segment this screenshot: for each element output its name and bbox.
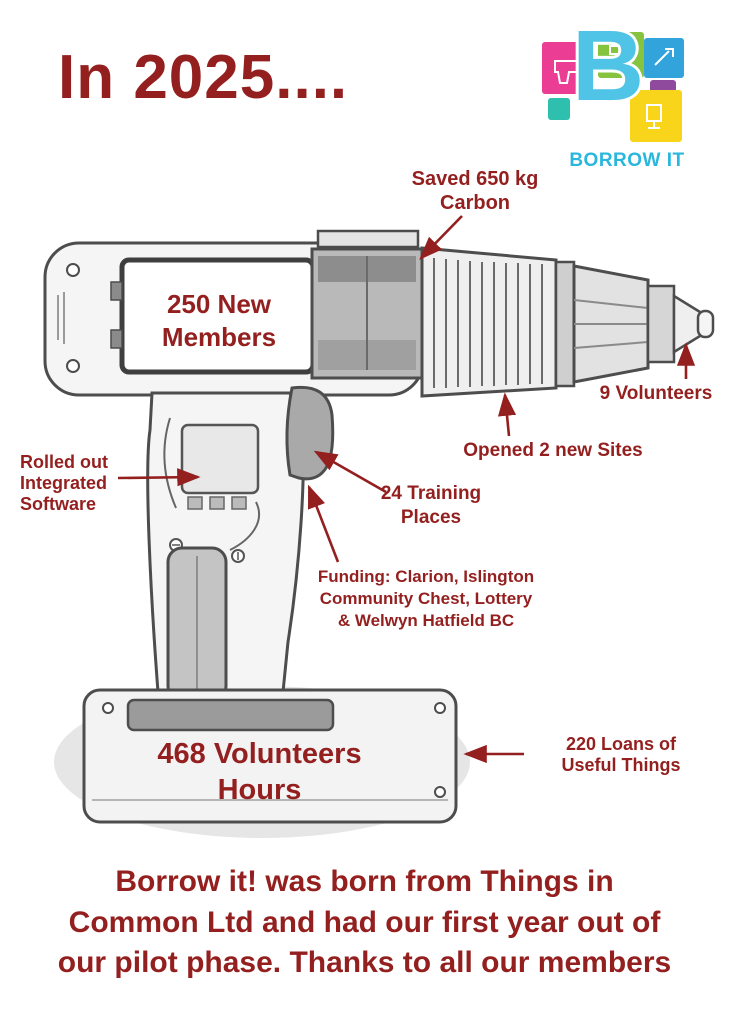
callout-arrows — [117, 215, 696, 764]
trigger — [285, 385, 335, 481]
software-block — [180, 423, 260, 495]
clutch-collar — [420, 246, 558, 398]
arrow-training — [313, 450, 387, 494]
callout-training: 24 Training Places — [380, 483, 482, 528]
page-title: In 2025.... — [58, 43, 349, 112]
logo-wordmark: BORROW IT — [569, 150, 685, 171]
arrow-funding — [307, 484, 340, 563]
battery-latch — [126, 698, 335, 732]
drill-bit — [672, 293, 702, 355]
logo-square-blue — [644, 38, 684, 78]
logo-square-pink — [542, 42, 594, 94]
callout-hours: 468 Volunteers Hours — [157, 738, 362, 807]
logo-letter: B — [572, 10, 645, 122]
arrow-software — [117, 468, 201, 487]
callout-sites: Opened 2 new Sites — [463, 440, 643, 461]
roller-tool-icon — [609, 45, 629, 66]
borrow-it-logo: B BORROW IT — [542, 16, 712, 172]
wrench-tool-icon — [654, 48, 674, 66]
logo-square-teal — [548, 98, 570, 120]
footer-text: Borrow it! was born from Things in Commo… — [57, 865, 672, 979]
callout-volunteers: 9 Volunteers — [599, 383, 713, 404]
callout-members: 250 New Members — [161, 289, 277, 352]
drill-tool-icon — [554, 60, 582, 84]
arrow-carbon — [419, 215, 463, 260]
callout-funding: Funding: Clarion, Islington Community Ch… — [317, 567, 535, 631]
callout-carbon: Saved 650 kg Carbon — [411, 168, 539, 214]
cleaner-tool-icon — [646, 104, 662, 129]
logo-square-green — [598, 32, 644, 78]
logo-square-yellow — [630, 90, 682, 142]
arrow-sites — [497, 392, 517, 437]
callout-software: Rolled out Integrated Software — [20, 452, 108, 515]
callout-loans: 220 Loans of Useful Things — [561, 734, 681, 776]
